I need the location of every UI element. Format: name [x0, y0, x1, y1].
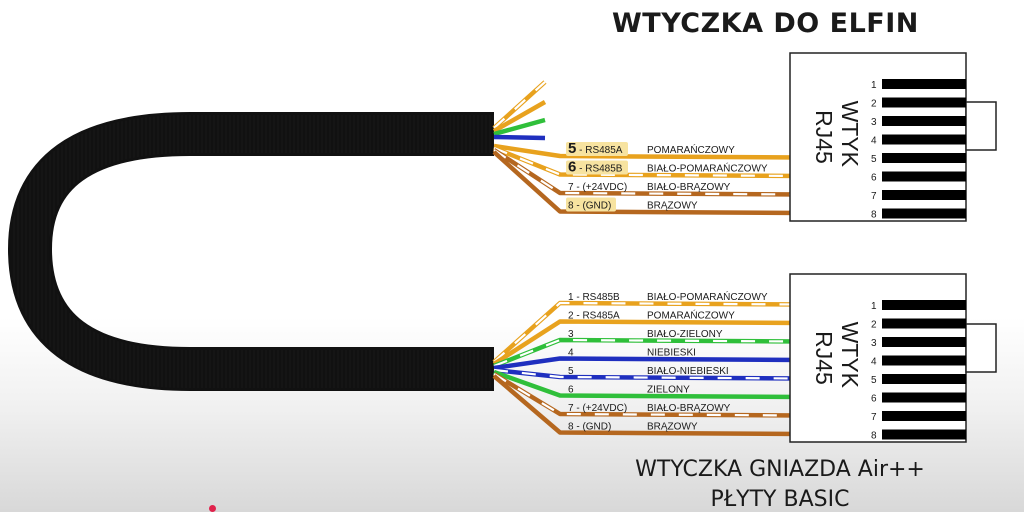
top-wire-5 — [493, 143, 883, 161]
top-pin-number-6: 6 — [871, 173, 877, 184]
bottom-pin-number-8: 8 — [871, 431, 877, 442]
top-wire-6-stripe — [493, 146, 883, 178]
top-pin-number-7: 7 — [871, 191, 877, 202]
bottom-color-6: ZIELONY — [647, 385, 690, 396]
bottom-label-6: 6 — [568, 385, 574, 396]
top-title: WTYCZKA DO ELFIN — [612, 8, 919, 39]
stub-green-stub — [493, 117, 546, 137]
bottom-label-3: 3 — [568, 329, 574, 340]
top-pin-number-5: 5 — [871, 154, 877, 165]
top-highlight-6 — [566, 160, 628, 175]
bottom-label-8: 8 - (GND) — [568, 422, 611, 433]
stub-blue-stub — [493, 134, 546, 141]
bottom-contact-7 — [882, 411, 966, 421]
plug-bottom-latch — [965, 323, 997, 373]
top-pin-number-1: 1 — [871, 80, 877, 91]
bottom-color-8: BRĄZOWY — [647, 422, 698, 433]
bottom-color-5: BIAŁO-NIEBIESKI — [647, 366, 729, 377]
bottom-contact-8 — [882, 429, 966, 440]
bottom-label-2: 2 - RS485A — [568, 311, 620, 322]
bottom-pin-number-1: 1 — [871, 301, 877, 312]
top-contact-1 — [882, 79, 966, 89]
bottom-wire-2 — [492, 319, 883, 366]
bottom-wire-1-stripe — [493, 301, 883, 363]
bottom-wire-7-stripe — [493, 373, 883, 418]
bottom-label-7: 7 - (+24VDC) — [568, 403, 627, 414]
top-color-6: BIAŁO-POMARAŃCZOWY — [647, 162, 768, 175]
bottom-wire-5-stripe — [493, 368, 883, 381]
bottom-contact-2 — [882, 318, 966, 329]
bottom-color-7: BIAŁO-BRĄZOWY — [647, 403, 731, 414]
top-highlight-5 — [566, 142, 628, 156]
bottom-label-1: 1 - RS485B — [568, 292, 620, 303]
top-contact-7 — [882, 190, 966, 200]
top-color-7: BIAŁO-BRĄZOWY — [647, 182, 731, 193]
stub-orange-stub — [492, 100, 547, 133]
bottom-wire-6 — [493, 369, 883, 400]
cable-loop-sheen — [10, 115, 494, 388]
bottom-color-4: NIEBIESKI — [647, 348, 696, 359]
top-contact-3 — [882, 116, 966, 126]
bottom-wire-3-stripe — [493, 338, 883, 368]
top-label-6: 6 - RS485B — [568, 159, 623, 176]
bottom-contact-4 — [882, 355, 966, 366]
bottom-label-4: 4 — [568, 348, 574, 359]
bottom-color-1: BIAŁO-POMARAŃCZOWY — [647, 290, 768, 303]
bottom-title-line-2: PŁYTY BASIC — [710, 487, 850, 512]
bottom-title: WTYCZKA GNIAZDA Air++ PŁYTY BASIC — [600, 455, 960, 515]
plug-top-label: WTYK RJ45 — [811, 101, 863, 174]
bottom-color-3: BIAŁO-ZIELONY — [647, 329, 723, 340]
bottom-wire-8 — [492, 374, 883, 437]
accent-dot — [209, 505, 216, 512]
bottom-color-2: POMARAŃCZOWY — [647, 309, 735, 322]
bottom-pin-number-7: 7 — [871, 412, 877, 423]
bottom-contact-5 — [882, 374, 966, 384]
bottom-wire-4 — [493, 356, 883, 371]
top-label-8: 8 - (GND) — [568, 201, 611, 212]
top-pin-number-3: 3 — [871, 117, 877, 128]
top-contact-4 — [882, 134, 966, 145]
bottom-pin-number-3: 3 — [871, 338, 877, 349]
bottom-contact-6 — [882, 392, 966, 403]
bottom-pin-number-6: 6 — [871, 394, 877, 405]
top-contact-5 — [882, 153, 966, 163]
top-contact-2 — [882, 97, 966, 108]
top-color-8: BRĄZOWY — [647, 201, 698, 212]
plug-bottom-label: WTYK RJ45 — [811, 322, 863, 395]
bottom-contact-3 — [882, 337, 966, 347]
top-contact-8 — [882, 208, 966, 219]
plug-top-latch — [965, 101, 997, 151]
rj45-plug-top: WTYK RJ45 1 2 3 4 5 6 7 8 — [789, 52, 997, 222]
bottom-title-line-1: WTYCZKA GNIAZDA Air++ — [635, 457, 925, 482]
bottom-pin-number-4: 4 — [871, 357, 877, 368]
top-pin-number-2: 2 — [871, 99, 877, 110]
stub-white-orange-stub-stripe — [493, 81, 546, 129]
bottom-pin-number-2: 2 — [871, 320, 877, 331]
top-wire-8 — [492, 150, 883, 216]
bottom-label-5: 5 — [568, 366, 574, 377]
top-wire-7-stripe — [493, 149, 883, 197]
top-highlight-8 — [566, 197, 616, 212]
cable-loop — [7, 112, 494, 391]
top-color-5: POMARAŃCZOWY — [647, 143, 735, 156]
top-pin-number-4: 4 — [871, 136, 877, 147]
bottom-contact-1 — [882, 300, 966, 310]
bottom-pin-number-5: 5 — [871, 375, 877, 386]
top-contact-6 — [882, 171, 966, 182]
top-label-7: 7 - (+24VDC) — [568, 182, 627, 193]
rj45-plug-bottom: WTYK RJ45 1 2 3 4 5 6 7 8 — [789, 273, 997, 443]
top-label-5: 5 - RS485A — [568, 140, 623, 157]
top-pin-number-8: 8 — [871, 210, 877, 221]
